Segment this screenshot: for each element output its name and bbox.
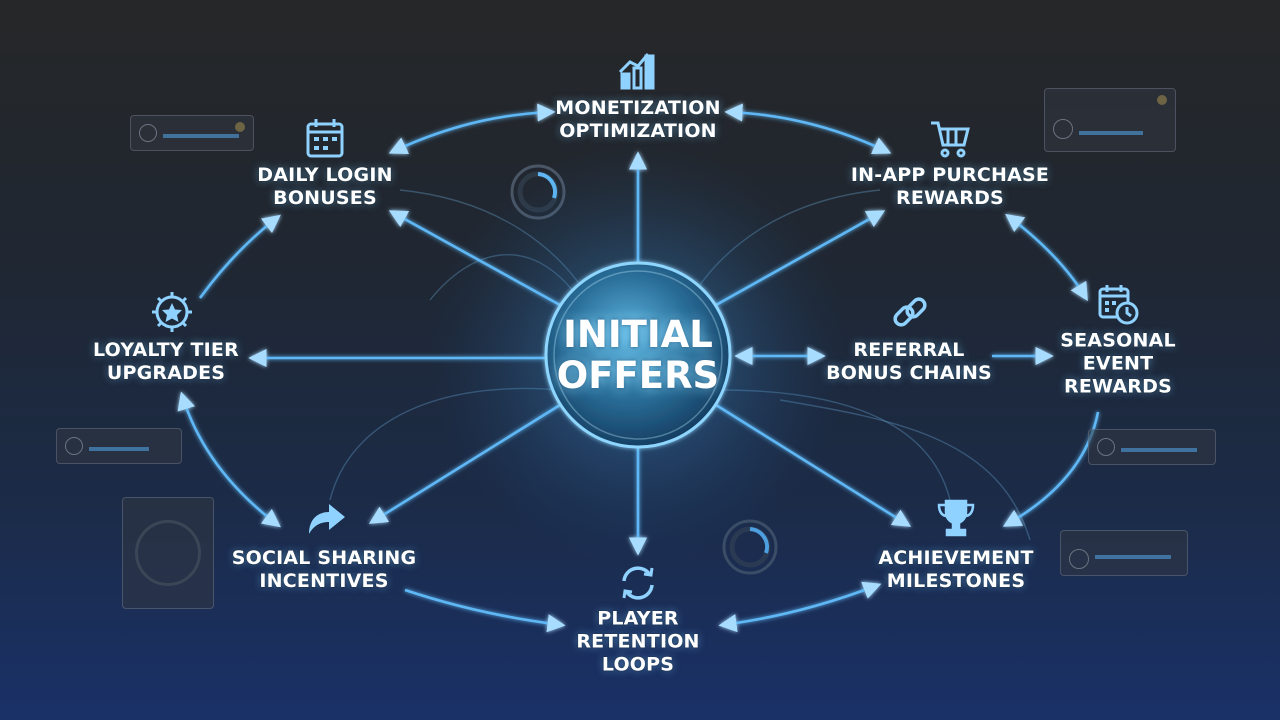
node-achievement: ACHIEVEMENT MILESTONES <box>878 547 1034 592</box>
share-arrow-icon <box>303 496 347 540</box>
node-in-app-purchase: IN-APP PURCHASE REWARDS <box>850 164 1050 209</box>
shopping-cart-icon <box>928 116 972 160</box>
center-label-line-2: OFFERS <box>556 354 720 397</box>
node-seasonal: SEASONAL EVENT REWARDS <box>1060 329 1176 398</box>
hud-card-mid-right <box>1088 429 1216 465</box>
hud-card-top-right <box>1044 88 1176 152</box>
node-player-retention: PLAYER RETENTION LOOPS <box>576 607 700 676</box>
hud-card-bottom-right <box>1060 530 1188 576</box>
trophy-icon <box>934 496 978 540</box>
center-node <box>544 261 732 449</box>
refresh-cycle-icon <box>616 561 660 605</box>
calendar-icon <box>303 116 347 160</box>
bar-chart-icon <box>616 50 660 94</box>
chain-link-icon <box>888 290 932 334</box>
node-loyalty-tier: LOYALTY TIER UPGRADES <box>93 339 239 384</box>
center-label: INITIAL OFFERS <box>557 314 719 396</box>
hud-card-top-left <box>130 115 254 151</box>
center-label-line-1: INITIAL <box>563 313 713 356</box>
star-badge-icon <box>150 290 194 334</box>
calendar-clock-icon <box>1096 282 1140 326</box>
node-monetization: MONETIZATION OPTIMIZATION <box>555 97 721 142</box>
node-referral: REFERRAL BONUS CHAINS <box>826 339 992 384</box>
hud-card-mid-left <box>56 428 182 464</box>
hud-card-bottom-left <box>122 497 214 609</box>
connectors <box>177 103 1100 633</box>
node-social-sharing: SOCIAL SHARING INCENTIVES <box>231 547 417 592</box>
node-daily-login: DAILY LOGIN BONUSES <box>257 164 393 209</box>
